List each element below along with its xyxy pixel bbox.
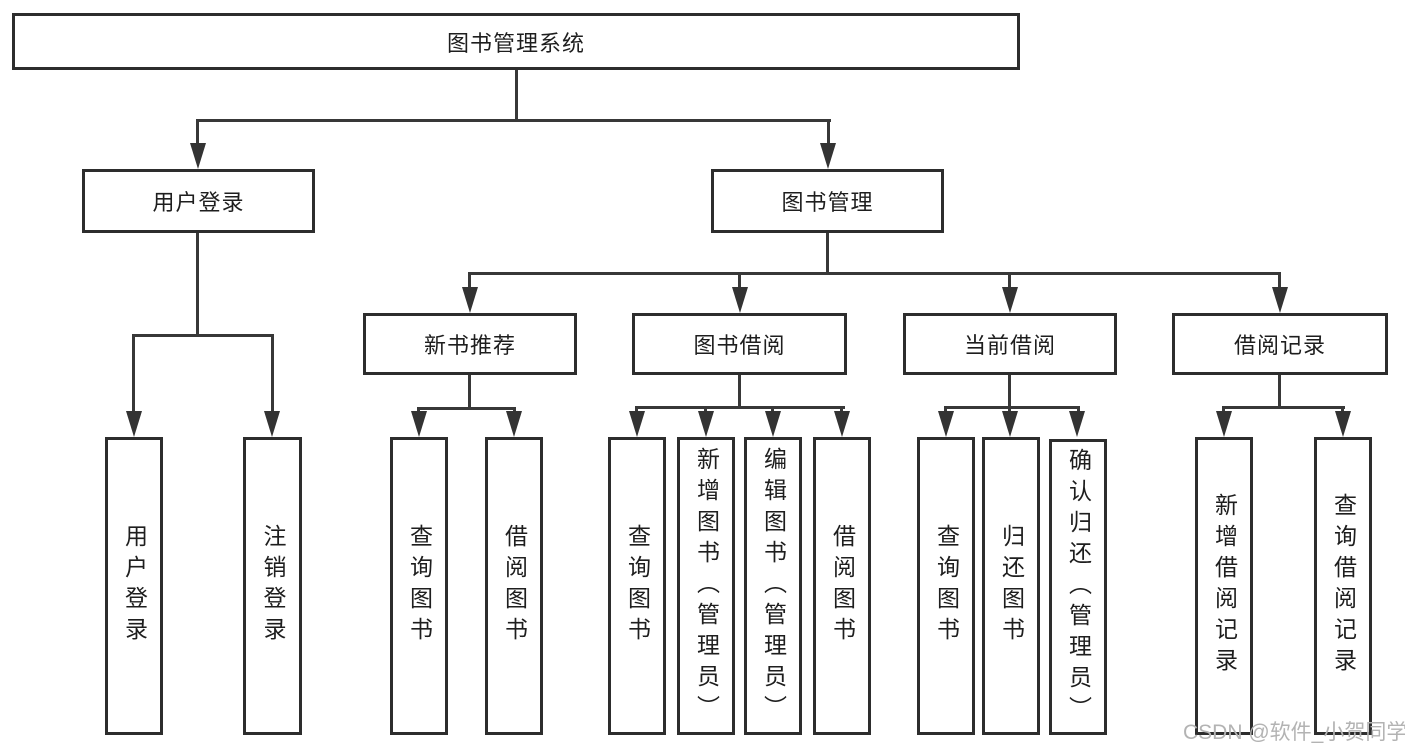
- connector-l3-borrow-stub: [738, 272, 741, 289]
- node-book-management-label: 图书管理: [781, 190, 874, 215]
- connector-borrow-drop: [738, 375, 741, 406]
- leaf-add-book-admin: 新增图书（管理员）: [677, 437, 735, 735]
- arrow-to-leaf-add-record: [1216, 411, 1232, 437]
- connector-userlogin-stub: [196, 119, 199, 146]
- leaf-borrow-book-recommend: 借阅图书: [485, 437, 543, 735]
- arrow-to-book-borrowing: [732, 287, 748, 313]
- csdn-watermark: CSDN @软件_小贺同学: [1183, 721, 1405, 744]
- arrow-to-leaf-logout: [264, 411, 280, 437]
- leaf-user-login-label: 用户登录: [121, 524, 148, 648]
- leaf-logout-label: 注销登录: [260, 524, 286, 648]
- leaf-edit-book-admin-label: 编辑图书（管理员）: [760, 446, 787, 726]
- node-new-book-recommend: 新书推荐: [363, 313, 577, 375]
- arrow-to-leaf-query-book-1: [411, 411, 427, 437]
- node-current-borrowing-label: 当前借阅: [963, 333, 1056, 358]
- connector-userlogin-hbar: [132, 334, 274, 337]
- connector-l3-recommend-stub: [468, 272, 471, 289]
- node-current-borrowing: 当前借阅: [903, 313, 1117, 375]
- leaf-confirm-return-admin-label: 确认归还（管理员）: [1065, 447, 1092, 727]
- connector-leaf-b1-stub: [635, 406, 638, 415]
- connector-current-drop: [1008, 375, 1011, 406]
- connector-bookmgmt-hbar: [468, 272, 1281, 275]
- connector-current-hbar: [944, 406, 1080, 409]
- leaf-return-book-label: 归还图书: [998, 524, 1025, 648]
- leaf-query-book-recommend-label: 查询图书: [406, 524, 433, 648]
- node-book-management: 图书管理: [711, 169, 944, 233]
- arrow-to-book-management: [820, 143, 836, 169]
- connector-leaf-user2-stub: [271, 334, 274, 413]
- arrow-to-leaf-query-book-2: [629, 411, 645, 437]
- node-user-login: 用户登录: [82, 169, 315, 233]
- node-book-borrowing-label: 图书借阅: [693, 333, 786, 358]
- arrow-to-leaf-borrow-book-2: [834, 411, 850, 437]
- node-root: 图书管理系统: [12, 13, 1020, 70]
- connector-bookmgmt-drop: [826, 233, 829, 272]
- connector-borrow-hbar: [635, 406, 845, 409]
- arrow-to-leaf-query-record: [1335, 411, 1351, 437]
- arrow-to-leaf-add-book: [698, 411, 714, 437]
- leaf-user-login: 用户登录: [105, 437, 163, 735]
- arrow-to-user-login: [190, 143, 206, 169]
- leaf-query-book-current-label: 查询图书: [933, 524, 960, 648]
- leaf-add-borrow-record-label: 新增借阅记录: [1211, 493, 1238, 679]
- node-new-book-recommend-label: 新书推荐: [423, 333, 516, 358]
- node-borrowing-records-label: 借阅记录: [1233, 333, 1326, 358]
- arrow-to-leaf-user-login: [126, 411, 142, 437]
- leaf-borrow-book-recommend-label: 借阅图书: [501, 524, 528, 648]
- connector-leaf-c2-stub: [1008, 406, 1011, 415]
- leaf-logout: 注销登录: [243, 437, 302, 735]
- connector-records-drop: [1278, 375, 1281, 406]
- connector-l3-records-stub: [1278, 272, 1281, 289]
- leaf-query-borrow-record-label: 查询借阅记录: [1330, 493, 1357, 679]
- connector-leaf-user1-stub: [132, 334, 135, 413]
- connector-records-hbar: [1222, 406, 1345, 409]
- connector-root-drop: [515, 70, 518, 119]
- arrow-to-current-borrowing: [1002, 287, 1018, 313]
- connector-leaf-c3-stub: [1077, 406, 1080, 415]
- leaf-query-book-borrow-label: 查询图书: [624, 524, 651, 648]
- leaf-add-borrow-record: 新增借阅记录: [1195, 437, 1253, 735]
- node-book-borrowing: 图书借阅: [632, 313, 847, 375]
- connector-l3-current-stub: [1008, 272, 1011, 289]
- leaf-confirm-return-admin: 确认归还（管理员）: [1049, 439, 1107, 735]
- leaf-borrow-book: 借阅图书: [813, 437, 871, 735]
- connector-leaf-b4-stub: [840, 406, 843, 415]
- arrow-to-leaf-return-book: [1002, 411, 1018, 437]
- arrow-to-leaf-edit-book: [765, 411, 781, 437]
- leaf-query-book-borrow: 查询图书: [608, 437, 666, 735]
- connector-root-hbar: [196, 119, 831, 122]
- connector-recommend-drop: [468, 375, 471, 407]
- leaf-add-book-admin-label: 新增图书（管理员）: [693, 446, 720, 726]
- arrow-to-leaf-confirm-return: [1069, 411, 1085, 437]
- connector-leaf-b2-stub: [704, 406, 707, 415]
- arrow-to-leaf-query-book-3: [938, 411, 954, 437]
- leaf-return-book: 归还图书: [982, 437, 1040, 735]
- node-root-label: 图书管理系统: [446, 30, 585, 56]
- connector-recommend-hbar: [417, 407, 516, 410]
- leaf-query-borrow-record: 查询借阅记录: [1314, 437, 1372, 735]
- connector-leaf-b3-stub: [771, 406, 774, 415]
- node-borrowing-records: 借阅记录: [1172, 313, 1388, 375]
- leaf-borrow-book-label: 借阅图书: [829, 524, 856, 648]
- arrow-to-leaf-borrow-book-1: [506, 411, 522, 437]
- connector-userlogin-drop: [196, 233, 199, 334]
- connector-leaf-r1-stub: [1222, 406, 1225, 415]
- arrow-to-new-book-recommend: [462, 287, 478, 313]
- leaf-edit-book-admin: 编辑图书（管理员）: [744, 437, 802, 735]
- connector-leaf-c1-stub: [944, 406, 947, 415]
- arrow-to-borrowing-records: [1272, 287, 1288, 313]
- leaf-query-book-current: 查询图书: [917, 437, 975, 735]
- connector-leaf-r2-stub: [1341, 406, 1344, 415]
- node-user-login-label: 用户登录: [152, 190, 245, 215]
- leaf-query-book-recommend: 查询图书: [390, 437, 448, 735]
- connector-bookmgmt-stub: [827, 119, 830, 146]
